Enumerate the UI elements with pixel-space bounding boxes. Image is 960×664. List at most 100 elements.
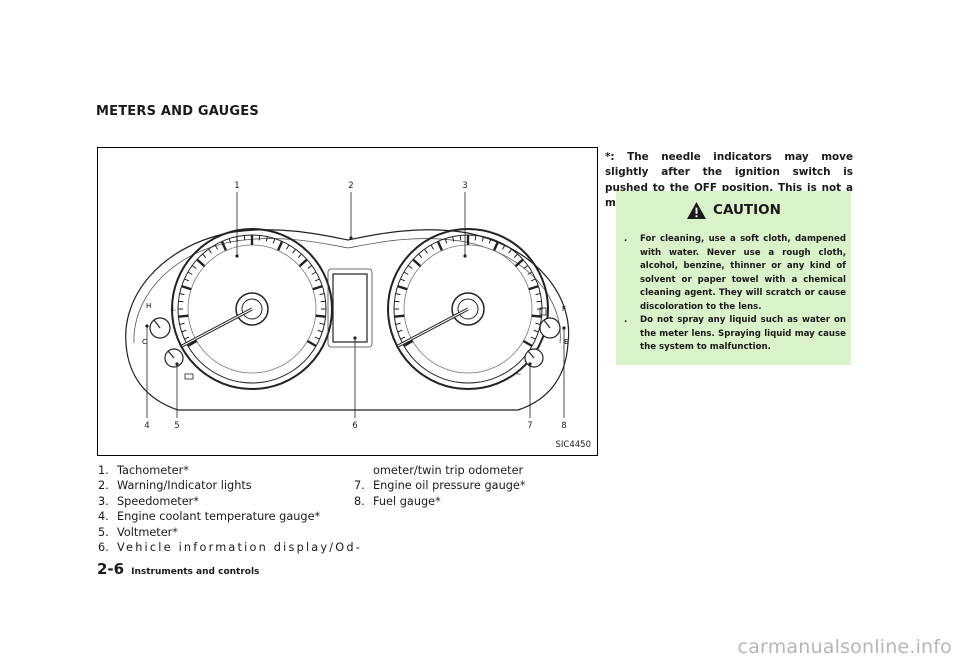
gauge-tick [395, 293, 401, 296]
gauge-tick [228, 238, 232, 244]
gauge-tick [272, 238, 276, 244]
gauge-tick [394, 300, 400, 303]
gauge-tick [258, 235, 261, 241]
gauge-tick [220, 240, 228, 252]
gauge-tick [395, 322, 401, 325]
legend-right-column: ometer/twin trip odometer 7. Engine oil p… [354, 463, 594, 509]
gauge-tick [181, 284, 192, 291]
bullet: . [624, 234, 628, 244]
legend-text: Engine oil pressure gauge* [373, 479, 526, 493]
legend-number: 1. [98, 464, 109, 477]
gauge-tick [202, 253, 207, 259]
legend-text: Tachometer* [117, 464, 189, 477]
caution-list: .For cleaning, use a soft cloth, dampene… [624, 233, 846, 355]
voltmeter-gauge [164, 348, 194, 380]
gauge-tick [179, 322, 185, 325]
callout-7: 7 [527, 421, 532, 431]
legend-item: 8. Fuel gauge* [354, 494, 594, 509]
svg-text:F: F [562, 305, 566, 313]
callout-6: 6 [352, 421, 357, 431]
gauge-tick [196, 258, 206, 268]
gauge-tick [430, 244, 434, 250]
gauge-tick [474, 235, 477, 241]
gauge-tick [514, 258, 524, 268]
gauge-tick [187, 271, 193, 275]
gauge-tick [184, 336, 190, 340]
instrument-cluster-figure: ♨ H C ~ F E [97, 147, 598, 456]
section-title: METERS AND GAUGES [96, 104, 259, 119]
gauge-tick [319, 293, 325, 296]
gauge-tick [397, 284, 408, 291]
gauge-tick [527, 271, 533, 275]
cluster-housing [125, 229, 570, 411]
callout-5: 5 [174, 421, 179, 431]
svg-text:C: C [142, 338, 147, 346]
gauge-tick [292, 248, 296, 254]
gauge-tick [178, 300, 184, 303]
footer-section-name: Instruments and controls [131, 567, 260, 577]
gauge-tick [444, 238, 448, 244]
vehicle-information-display [332, 273, 368, 343]
gauge-tick [424, 248, 428, 254]
legend-text: Speedometer* [117, 494, 199, 508]
gauge-tick [394, 314, 405, 318]
gauge-tick [535, 322, 541, 325]
legend-item: 4.Engine coolant temperature gauge* [98, 509, 348, 524]
gauge-tick [307, 265, 313, 269]
legend-number: 2. [98, 479, 109, 493]
legend-number: 7. [354, 479, 365, 493]
legend-text: Voltmeter* [117, 525, 178, 539]
caution-box: CAUTION .For cleaning, use a soft cloth,… [616, 191, 851, 365]
gauge-tick [315, 314, 326, 318]
tachometer-gauge [171, 228, 333, 390]
legend-number: 4. [98, 510, 109, 524]
speedometer-gauge [387, 228, 549, 390]
legend-item: 1. Tachometer* [98, 463, 348, 478]
legend-item: 7. Engine oil pressure gauge* [354, 478, 594, 493]
gauge-tick [400, 336, 406, 340]
caution-item: .For cleaning, use a soft cloth, dampene… [624, 233, 846, 314]
legend-left-column: 1.Tachometer* 2.Warning/Indicator lights… [98, 463, 360, 555]
gauge-tick [488, 238, 492, 244]
svg-text:E: E [564, 338, 568, 346]
gauge-tick [522, 339, 533, 348]
svg-text:~: ~ [516, 370, 521, 378]
legend-number: 6. [98, 541, 109, 555]
svg-text:♨: ♨ [170, 305, 176, 313]
gauge-tick [536, 300, 542, 303]
gauge-tick [508, 248, 512, 254]
gauge-tick [297, 253, 302, 259]
gauge-tick [403, 339, 414, 348]
gauge-tick [179, 293, 185, 296]
gauge-tick [312, 284, 323, 291]
gauge-tick [436, 240, 444, 252]
gauge-tick [208, 248, 212, 254]
legend-text: Fuel gauge* [373, 494, 441, 508]
gauge-tick [502, 244, 506, 250]
callout-3: 3 [462, 181, 467, 191]
legend-number: 8. [354, 494, 365, 508]
callout-2: 2 [348, 181, 353, 191]
gauge-tick [418, 253, 423, 259]
gauge-tick [530, 336, 536, 340]
legend-continuation: ometer/twin trip odometer [373, 464, 524, 477]
gauge-tick [412, 258, 422, 268]
callout-1: 1 [234, 181, 239, 191]
gauge-tick [452, 236, 455, 242]
gauge-tick [528, 284, 539, 291]
gauge-tick [178, 314, 189, 318]
gauge-tick [243, 235, 246, 241]
caution-header: CAUTION [616, 191, 851, 229]
gauge-tick [306, 339, 317, 348]
gauge-tick [265, 236, 268, 242]
caution-item: .Do not spray any liquid such as water o… [624, 314, 846, 355]
page-number: 2-6 [97, 560, 125, 578]
gauge-tick [400, 278, 406, 282]
gauge-tick [187, 339, 198, 348]
fuel-gauge: F E [539, 305, 568, 346]
gauge-tick [459, 235, 462, 241]
gauge-tick [317, 329, 323, 333]
watermark: carmanualsonline.info [737, 636, 952, 658]
legend-item: 6.Vehicle information display/Od- [98, 540, 360, 555]
gauge-tick [214, 244, 218, 250]
